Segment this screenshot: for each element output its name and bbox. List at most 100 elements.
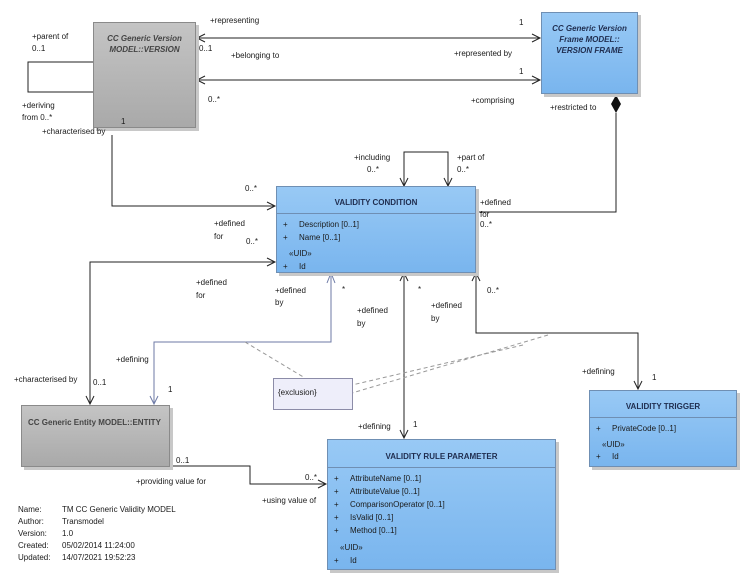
version-multiplicity-b: 0..* — [208, 95, 221, 104]
defined-by-b-label: +defined — [357, 306, 388, 315]
attribute-is-valid: IsValid [0..1] — [350, 513, 394, 522]
defining-parameter-multiplicity: 1 — [413, 420, 418, 429]
version-frame-class-title: CC Generic Version Frame MODEL:: VERSION… — [552, 24, 627, 55]
attribute-row: +AttributeValue [0..1] — [334, 487, 420, 496]
metadata-key: Updated: — [18, 553, 51, 562]
defined-for-right-multiplicity: 0..* — [480, 220, 493, 229]
representing-multiplicity: 1 — [519, 18, 524, 27]
restricted-to-label: +restricted to — [550, 103, 597, 112]
metadata-value: 14/07/2021 19:52:23 — [62, 553, 136, 562]
note-anchor-left — [244, 341, 306, 379]
defining-entity-multiplicity: 1 — [168, 385, 173, 394]
metadata-value: TM CC Generic Validity MODEL — [62, 505, 176, 514]
version-frame-multiplicity: 1 — [519, 67, 524, 76]
validity-condition-class[interactable]: VALIDITY CONDITION +Description [0..1] +… — [276, 186, 476, 273]
version-characterised-multiplicity: 1 — [121, 117, 126, 126]
represented-by-label: +represented by — [454, 49, 513, 58]
defined-by-a-label-2: by — [275, 298, 284, 307]
defining-parameter-label: +defining — [358, 422, 391, 431]
defining-entity-association — [153, 273, 332, 404]
restricted-to-aggregation — [476, 113, 617, 213]
note-anchor-right-b — [351, 334, 549, 394]
uid-stereotype: «UID» — [340, 543, 363, 552]
entity-class[interactable]: CC Generic Entity MODEL::ENTITY — [21, 405, 170, 467]
uid-stereotype: «UID» — [289, 249, 312, 258]
note-anchor-right-a — [351, 344, 524, 386]
attribute-method: Method [0..1] — [350, 526, 397, 535]
deriving-from-label: from 0..* — [22, 113, 53, 122]
defined-by-a-multiplicity: * — [342, 285, 346, 294]
characterised-by-entity-multiplicity: 0..1 — [93, 378, 107, 387]
defined-by-c-multiplicity: 0..* — [487, 286, 500, 295]
attribute-private-code: PrivateCode [0..1] — [612, 424, 677, 433]
attribute-row: +Method [0..1] — [334, 526, 397, 535]
belonging-to-label: +belonging to — [231, 51, 280, 60]
characterised-by-entity-label: +characterised by — [14, 375, 78, 384]
defined-for-left-label-2: for — [214, 232, 224, 241]
defining-trigger-multiplicity: 1 — [652, 373, 657, 382]
metadata-key: Name: — [18, 505, 42, 514]
metadata-key: Author: — [18, 517, 44, 526]
attribute-id: Id — [299, 262, 306, 271]
providing-value-for-label: +providing value for — [136, 477, 207, 486]
characterised-by-label: +characterised by — [42, 127, 106, 136]
entity-class-title: CC Generic Entity MODEL::ENTITY — [28, 418, 161, 427]
deriving-label: +deriving — [22, 101, 55, 110]
exclusion-note[interactable]: {exclusion} — [273, 378, 353, 410]
validity-rule-parameter-class[interactable]: VALIDITY RULE PARAMETER +AttributeName [… — [327, 439, 556, 570]
version-class[interactable]: CC Generic Version MODEL::VERSION — [93, 22, 196, 128]
uid-stereotype: «UID» — [602, 440, 625, 449]
defining-entity-label: +defining — [116, 355, 149, 364]
version-self-association — [27, 61, 93, 93]
validity-condition-title: VALIDITY CONDITION — [334, 198, 418, 207]
version-multiplicity-a: 0..1 — [199, 44, 213, 53]
attribute-comparison-operator: ComparisonOperator [0..1] — [350, 500, 445, 509]
metadata-value: Transmodel — [62, 517, 104, 526]
attribute-row: +Id — [283, 262, 306, 271]
attribute-row: +ComparisonOperator [0..1] — [334, 500, 445, 509]
parent-of-label: +parent of — [32, 32, 69, 41]
defined-for-entity-label: +defined — [196, 278, 227, 287]
attribute-name: Name [0..1] — [299, 233, 341, 242]
attribute-row: +Id — [596, 452, 619, 461]
metadata-key: Created: — [18, 541, 49, 550]
validity-rule-parameter-title: VALIDITY RULE PARAMETER — [385, 452, 498, 461]
attribute-row: +IsValid [0..1] — [334, 513, 394, 522]
metadata-row: Created:05/02/2014 11:24:00 — [18, 541, 176, 553]
metadata-key: Version: — [18, 529, 47, 538]
attribute-id: Id — [612, 452, 619, 461]
version-frame-class[interactable]: CC Generic Version Frame MODEL:: VERSION… — [541, 12, 638, 94]
defined-by-c-label-2: by — [431, 314, 440, 323]
metadata-value: 1.0 — [62, 529, 74, 538]
diagram-metadata: Name: TM CC Generic Validity MODEL Author… — [18, 505, 176, 565]
defined-for-left-multiplicity: 0..* — [246, 237, 259, 246]
parent-of-multiplicity: 0..1 — [32, 44, 46, 53]
representing-label: +representing — [210, 16, 260, 25]
defined-by-a-label: +defined — [275, 286, 306, 295]
attribute-attribute-name: AttributeName [0..1] — [350, 474, 422, 483]
part-of-label: +part of — [457, 153, 485, 162]
defined-for-right-label: +defined — [480, 198, 511, 207]
defined-for-left-label: +defined — [214, 219, 245, 228]
attribute-row: +PrivateCode [0..1] — [596, 424, 677, 433]
attribute-row: +Id — [334, 556, 357, 565]
condition-version-multiplicity: 0..* — [245, 184, 258, 193]
validity-trigger-class[interactable]: VALIDITY TRIGGER +PrivateCode [0..1] «UI… — [589, 390, 737, 467]
version-class-title: CC Generic Version MODEL::VERSION — [107, 34, 182, 54]
including-label: +including — [354, 153, 391, 162]
rule-parameter-top-multiplicity: * — [418, 285, 422, 294]
rule-parameter-left-multiplicity: 0..* — [305, 473, 318, 482]
defined-for-entity-label-2: for — [196, 291, 206, 300]
attribute-row: +AttributeName [0..1] — [334, 474, 422, 483]
metadata-row: Version: 1.0 — [18, 529, 176, 541]
composition-diamond — [611, 95, 621, 113]
metadata-row: Author: Transmodel — [18, 517, 176, 529]
entity-providing-multiplicity: 0..1 — [176, 456, 190, 465]
providing-value-association — [170, 465, 326, 485]
metadata-row: Name: TM CC Generic Validity MODEL — [18, 505, 176, 517]
part-of-multiplicity: 0..* — [457, 165, 470, 174]
attribute-description: Description [0..1] — [299, 220, 360, 229]
comprising-label: +comprising — [471, 96, 515, 105]
defined-by-c-label: +defined — [431, 301, 462, 310]
attribute-row: +Name [0..1] — [283, 233, 341, 242]
